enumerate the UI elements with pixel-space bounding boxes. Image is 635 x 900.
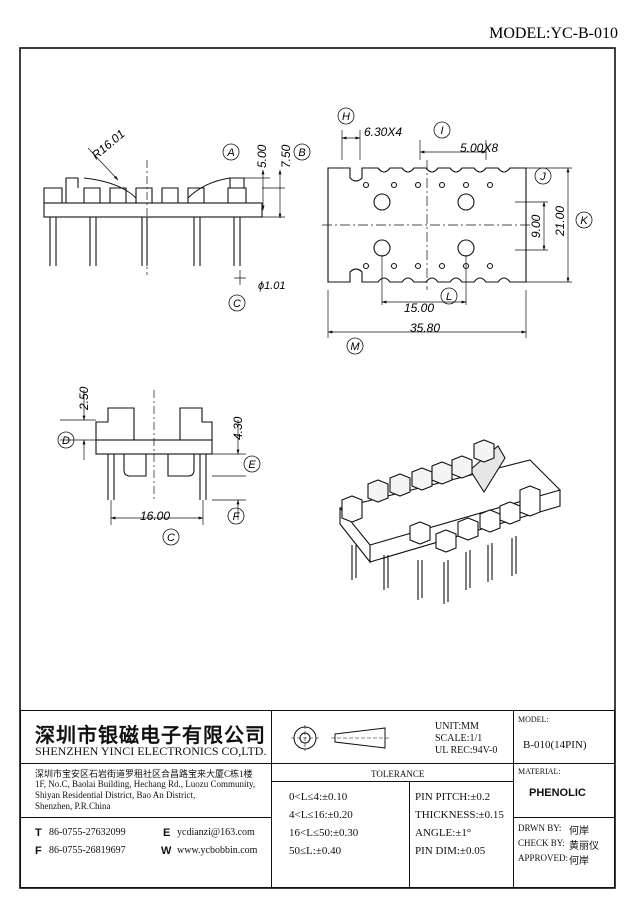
svg-text:E: E bbox=[248, 459, 256, 471]
address-en-1: 1F, No.C, Baolai Building, Hechang Rd., … bbox=[35, 779, 256, 789]
dim-5-00-front: 5.00 bbox=[255, 144, 269, 168]
scale: SCALE:1/1 bbox=[435, 733, 483, 744]
svg-text:B: B bbox=[298, 147, 305, 159]
svg-text:I: I bbox=[440, 125, 443, 137]
drawn-label: DRWN BY: bbox=[518, 823, 562, 833]
tel: 86-0755-27632099 bbox=[49, 827, 126, 838]
svg-text:F: F bbox=[233, 511, 241, 523]
dim-15-00: 15.00 bbox=[404, 301, 434, 315]
address-en-2: Shiyan Residential District, Bao An Dist… bbox=[35, 790, 196, 800]
callout-l: L bbox=[440, 287, 458, 305]
tolerance-row-4: 50≤L:±0.40 bbox=[289, 845, 342, 857]
dim-9-00: 9.00 bbox=[529, 214, 543, 238]
front-view bbox=[43, 147, 285, 285]
isometric-view bbox=[339, 439, 562, 604]
sheet-border bbox=[19, 47, 616, 889]
company-name-en: SHENZHEN YINCI ELECTRONICS CO,LTD. bbox=[35, 744, 267, 758]
svg-text:D: D bbox=[62, 435, 70, 447]
callout-c-bottom: C bbox=[162, 528, 180, 546]
projection-symbol bbox=[291, 725, 389, 751]
tolerance-row-1: 0<L≤4:±0.10 bbox=[289, 791, 348, 803]
dim-r16: R16.01 bbox=[89, 127, 128, 163]
ul-rec: UL REC:94V-0 bbox=[435, 745, 498, 756]
unit: UNIT:MM bbox=[435, 721, 479, 732]
tolerance-row-3: 16<L≤50:±0.30 bbox=[289, 827, 359, 839]
callout-h: H bbox=[337, 107, 355, 125]
approved-by: 何岸 bbox=[569, 856, 589, 867]
callout-a: A bbox=[222, 143, 240, 161]
callout-k: K bbox=[575, 211, 593, 229]
side-view bbox=[60, 390, 246, 525]
title-block: 深圳市银磁电子有限公司 SHENZHEN YINCI ELECTRONICS C… bbox=[20, 710, 615, 888]
fax: 86-0755-26819697 bbox=[49, 845, 126, 856]
thickness: THICKNESS:±0.15 bbox=[415, 809, 504, 821]
svg-text:C: C bbox=[167, 532, 175, 544]
dim-pitch-h: 6.30X4 bbox=[364, 125, 402, 139]
tolerance-title: TOLERANCE bbox=[371, 769, 425, 779]
angle: ANGLE:±1° bbox=[415, 827, 472, 839]
svg-text:C: C bbox=[233, 298, 241, 310]
callout-j: J bbox=[534, 167, 552, 185]
tel-label: T bbox=[35, 827, 42, 839]
address-cn: 深圳市宝安区石岩街道罗租社区合昌路宝来大厦C栋1楼 bbox=[35, 769, 253, 779]
dim-phi: ϕ1.01 bbox=[258, 280, 286, 292]
model-value: B-010(14PIN) bbox=[523, 739, 587, 751]
pin-dim: PIN DIM:±0.05 bbox=[415, 845, 486, 857]
dim-pitch-i: 5.00X8 bbox=[460, 141, 498, 155]
material-field-label: MATERIAL: bbox=[518, 767, 561, 776]
callout-e: E bbox=[243, 455, 261, 473]
web: www.ycbobbin.com bbox=[177, 845, 258, 856]
callout-m: M bbox=[346, 337, 364, 355]
top-view bbox=[322, 130, 572, 338]
callout-f: F bbox=[227, 507, 245, 525]
callout-b: B bbox=[293, 143, 311, 161]
callout-i: I bbox=[433, 121, 451, 139]
model-label: MODEL:YC-B-010 bbox=[489, 25, 618, 42]
svg-text:L: L bbox=[446, 291, 452, 303]
svg-text:H: H bbox=[342, 111, 350, 123]
svg-text:A: A bbox=[226, 147, 234, 159]
approved-label: APPROVED: bbox=[518, 853, 569, 863]
fax-label: F bbox=[35, 845, 42, 857]
check-by: 黄丽仪 bbox=[569, 841, 599, 852]
svg-text:J: J bbox=[539, 171, 546, 183]
dim-2-50: 2.50 bbox=[77, 386, 91, 411]
drawn-by: 何岸 bbox=[569, 826, 589, 837]
dim-35-80: 35.80 bbox=[410, 321, 440, 335]
web-label: W bbox=[161, 845, 172, 857]
model-field-label: MODEL: bbox=[518, 715, 549, 724]
dim-4-30: 4.30 bbox=[231, 416, 245, 440]
dim-16-00: 16.00 bbox=[140, 509, 170, 523]
email-label: E bbox=[163, 827, 171, 839]
material-value: PHENOLIC bbox=[529, 787, 586, 799]
callout-c-top: C bbox=[228, 294, 246, 312]
svg-text:M: M bbox=[350, 341, 360, 353]
tolerance-row-2: 4<L≤16:±0.20 bbox=[289, 809, 353, 821]
callout-d: D bbox=[57, 431, 75, 449]
email: ycdianzi@163.com bbox=[177, 827, 255, 838]
pin-pitch: PIN PITCH:±0.2 bbox=[415, 791, 491, 803]
svg-text:K: K bbox=[580, 215, 588, 227]
company-name-cn: 深圳市银磁电子有限公司 bbox=[35, 725, 266, 747]
dim-7-50: 7.50 bbox=[279, 144, 293, 168]
check-label: CHECK BY: bbox=[518, 838, 565, 848]
address-en-3: Shenzhen, P.R.China bbox=[35, 801, 111, 811]
dim-21-00: 21.00 bbox=[553, 206, 567, 237]
